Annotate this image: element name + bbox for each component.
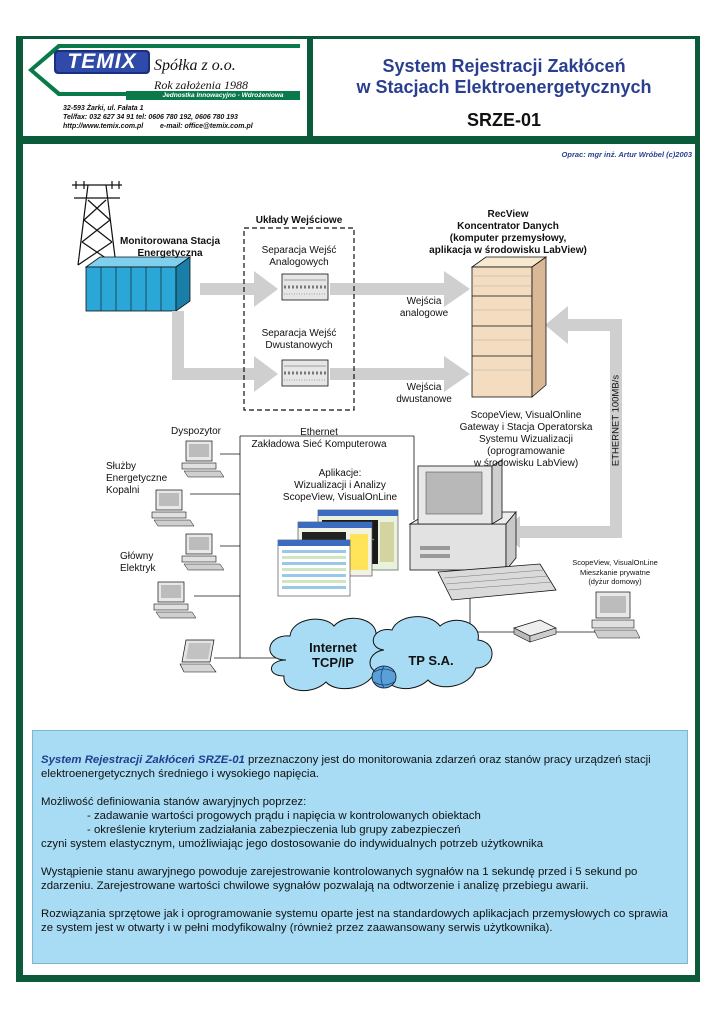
ethernet-line-2: Zakładowa Sieć Komputerowa	[251, 439, 387, 450]
station-label: Monitorowana Stacja Energetyczna	[100, 236, 240, 260]
energy-services-label: Służby Energetyczne Kopalni	[106, 461, 186, 497]
home-label-line-2: Mieszkanie prywatne	[579, 567, 651, 577]
applications-line-2: Wizualizacji i Analizy	[294, 480, 386, 491]
scopeview-line-2: Gateway i Stacja Operatorska	[459, 422, 593, 433]
home-label: ScopeView, VisualOnLine Mieszkanie prywa…	[556, 558, 674, 587]
title-line-1: System Rejestracji Zakłóceń	[382, 56, 626, 76]
scopeview-line-3: Systemu Wizualizacji	[479, 434, 573, 445]
recview-label-line-2: Koncentrator Danych	[457, 221, 559, 232]
globe-icon	[371, 665, 397, 689]
binary-separation-module-icon	[281, 359, 329, 387]
pc-station-icon	[153, 581, 197, 619]
temix-logo	[28, 44, 300, 100]
binary-flow-arrow	[172, 311, 470, 392]
applications-line-3: ScopeView, VisualOnLine	[282, 492, 398, 503]
pc-energy-services-icon	[151, 489, 195, 527]
description-p4: Rozwiązania sprzętowe jak i oprogramowan…	[41, 908, 668, 934]
pc-chief-electrician-icon	[181, 533, 225, 571]
binary-separation-label: Separacja Wejść Dwustanowych	[248, 328, 350, 352]
email-link[interactable]: e-mail: office@temix.com.pl	[160, 123, 253, 130]
title-panel	[313, 39, 695, 136]
substation-cabinets-icon	[84, 256, 192, 312]
home-label-line-1: ScopeView, VisualOnLine	[572, 558, 658, 567]
address-text: 32-593 Żarki, ul. Fałata 1	[63, 105, 144, 112]
scopeview-line-4: (oprogramowanie	[487, 446, 565, 457]
product-code: SRZE-01	[466, 110, 542, 130]
pc-dispatcher-icon	[181, 440, 225, 478]
station-label-line-2: Energetyczna	[137, 248, 203, 259]
company-name: Spółka z o.o.	[154, 57, 236, 74]
operator-workstation-icon	[408, 459, 557, 601]
chief-electrician-label: Główny Elektryk	[120, 551, 180, 575]
analog-inputs-line-2: analogowe	[399, 308, 449, 319]
app-screenshots-icon	[277, 509, 399, 597]
chief-electrician-line-1: Główny	[120, 551, 154, 562]
description-p2-item-1: - zadawanie wartości progowych prądu i n…	[87, 810, 481, 822]
binary-inputs-line-1: Wejścia	[406, 382, 442, 393]
description-p2-item-2: - określenie kryterium zadziałania zabez…	[87, 824, 461, 836]
description-box: System Rejestracji Zakłóceń SRZE-01 prze…	[32, 730, 688, 964]
recview-label-line-1: RecView	[487, 209, 529, 220]
description-p1-title: System Rejestracji Zakłóceń SRZE-01	[41, 754, 245, 766]
binary-separation-line-2: Dwustanowych	[265, 340, 333, 351]
input-units-box	[243, 227, 355, 411]
applications-label: Aplikacje: Wizualizacji i Analizy ScopeV…	[266, 468, 414, 504]
energy-services-line-1: Służby	[106, 461, 137, 472]
applications-line-1: Aplikacje:	[318, 468, 362, 479]
internet-label: Internet TCP/IP	[298, 640, 368, 670]
energy-services-line-3: Kopalni	[106, 485, 140, 496]
internet-label-line-1: Internet	[309, 640, 357, 655]
description-p1-text: przeznaczony jest do monitorowania zdarz…	[41, 754, 651, 780]
phone-text: Tel/fax: 032 627 34 91 tel: 0606 780 192…	[63, 114, 238, 121]
binary-inputs-line-2: dwustanowe	[396, 394, 452, 405]
internet-label-line-2: TCP/IP	[312, 655, 354, 670]
web-link[interactable]: http://www.temix.com.pl	[63, 123, 144, 130]
recview-rack-icon	[470, 256, 548, 398]
description-p1: System Rejestracji Zakłóceń SRZE-01 prze…	[41, 753, 679, 781]
energy-services-line-2: Energetyczne	[106, 473, 168, 484]
description-p2: Możliwość definiowania stanów awaryjnych…	[41, 795, 679, 851]
modem-icon	[513, 619, 557, 643]
analog-separation-line-2: Analogowych	[269, 257, 329, 268]
input-units-title: Układy Wejściowe	[255, 215, 343, 226]
recview-label-line-4: aplikacja w środowisku LabView)	[429, 245, 587, 256]
scopeview-line-5: w środowisku LabView)	[473, 458, 579, 469]
ethernet-lan-label: Ethernet Zakładowa Sieć Komputerowa	[244, 427, 394, 451]
founded-text: Rok założenia 1988	[154, 78, 248, 92]
recview-label: RecView Koncentrator Danych (komputer pr…	[408, 209, 608, 257]
dispatcher-label: Dyspozytor	[170, 426, 221, 437]
scopeview-gateway-label: ScopeView, VisualOnline Gateway i Stacja…	[446, 410, 606, 470]
description-p3: Wystąpienie stanu awaryjnego powoduje za…	[41, 866, 638, 892]
title-line-2: w Stacjach Elektroenergetycznych	[356, 77, 652, 97]
binary-inputs-label: Wejścia dwustanowe	[392, 382, 456, 406]
laptop-icon	[179, 639, 217, 673]
chief-electrician-line-2: Elektryk	[120, 563, 156, 574]
description-p2-outro: czyni system elastycznym, umożliwiając j…	[41, 838, 544, 850]
ethernet-line-1: Ethernet	[300, 427, 338, 438]
analog-separation-line-1: Separacja Wejść	[261, 245, 337, 256]
analog-inputs-label: Wejścia analogowe	[392, 296, 456, 320]
company-badge: Jednostka Innowacyjno - Wdrożeniowa	[162, 92, 284, 99]
description-p2-intro: Możliwość definiowania stanów awaryjnych…	[41, 796, 307, 808]
home-label-line-3: (dyżur domowy)	[588, 577, 642, 586]
station-label-line-1: Monitorowana Stacja	[119, 236, 220, 247]
binary-separation-line-1: Separacja Wejść	[261, 328, 337, 339]
logo-text: TEMIX	[67, 50, 137, 73]
system-diagram	[72, 181, 641, 692]
recview-label-line-3: (komputer przemysłowy,	[449, 233, 567, 244]
analog-separation-label: Separacja Wejść Analogowych	[248, 245, 350, 269]
tower-icon	[72, 181, 122, 266]
ethernet-speed-label: ETHERNET 100MB/s	[610, 374, 622, 467]
pc-home-icon	[591, 591, 641, 639]
analog-inputs-line-1: Wejścia	[406, 296, 442, 307]
tpsa-label: TP S.A.	[408, 653, 454, 668]
analog-flow-arrow	[200, 271, 470, 307]
author-credit: Oprac: mgr inż. Artur Wróbel (c)2003	[561, 150, 692, 159]
scopeview-line-1: ScopeView, VisualOnline	[470, 410, 582, 421]
lan-wiring	[190, 435, 600, 659]
analog-separation-module-icon	[281, 273, 329, 301]
